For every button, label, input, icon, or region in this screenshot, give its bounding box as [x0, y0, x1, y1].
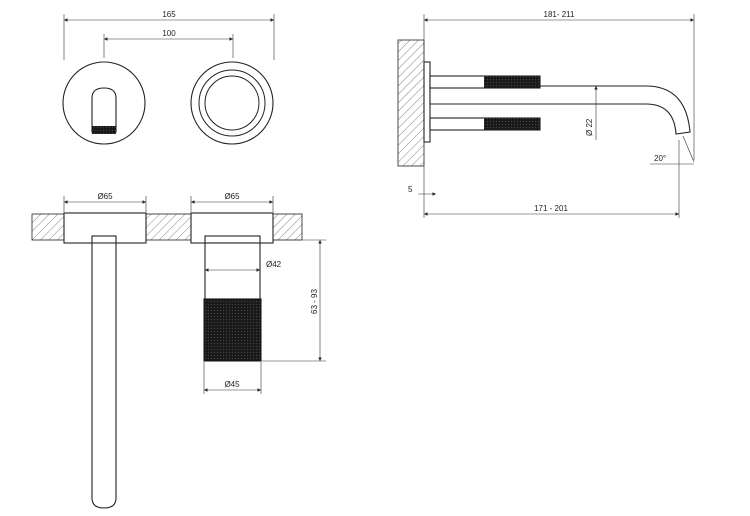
dim-label-d65-left: Ø65 [97, 192, 113, 201]
dim-label-181-211: 181- 211 [544, 10, 576, 19]
front-view: 165 100 [62, 10, 275, 145]
dim-label-d42: Ø42 [266, 260, 282, 269]
dim-label-angle: 20° [654, 154, 666, 163]
handle-knurl-bottom [484, 118, 540, 130]
plate-right-insert [204, 235, 261, 244]
handle-ring-inner [204, 75, 260, 131]
spout-front [91, 87, 117, 133]
handle-ring-outer [198, 69, 266, 137]
dim-label-100: 100 [162, 29, 176, 38]
section-view: Ø65 Ø65 Ø42 Ø45 63 - 93 [31, 192, 326, 509]
dim-label-d65-right: Ø65 [224, 192, 240, 201]
dim-label-d45: Ø45 [224, 380, 240, 389]
spout-aerator [92, 126, 116, 134]
wall-section-side [397, 39, 425, 167]
spout-side [429, 85, 691, 135]
handle-plate-front [190, 61, 274, 145]
spout-top [91, 242, 117, 509]
dim-label-63-93: 63 - 93 [310, 289, 319, 314]
dim-label-171-201: 171 - 201 [534, 204, 568, 213]
angle-line [682, 135, 695, 163]
dim-label-165: 165 [162, 10, 176, 19]
side-view: 181- 211 Ø 22 20° 5 171 - 201 [397, 10, 695, 218]
handle-stem [204, 242, 261, 300]
dim-label-d22: Ø 22 [585, 118, 594, 136]
handle-knob-knurled [203, 298, 262, 362]
handle-knurl-top [484, 76, 540, 88]
plate-left-insert [91, 235, 117, 244]
dim-label-5: 5 [408, 185, 413, 194]
wall-plate-side [423, 61, 431, 143]
